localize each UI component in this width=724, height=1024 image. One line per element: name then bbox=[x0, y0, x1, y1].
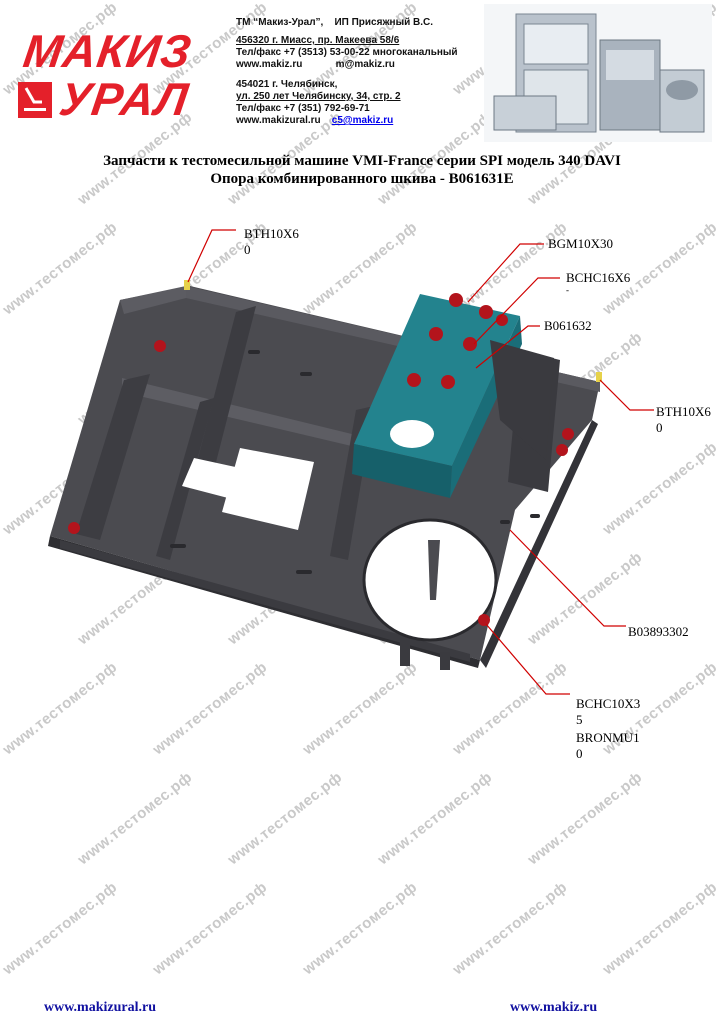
header-phone1: Тел/факс +7 (3513) 53-00-22 многоканальн… bbox=[236, 47, 458, 58]
header-site2: www.makizural.ru c5@makiz.ru bbox=[236, 115, 394, 126]
footer-right-link[interactable]: www.makiz.ru bbox=[510, 1000, 598, 1015]
bolts bbox=[68, 293, 574, 626]
header-address1: 456320 г. Миасс, пр. Макеева 58/6 bbox=[236, 35, 400, 46]
leader-lines bbox=[187, 229, 654, 695]
footer-left-link[interactable]: www.makizural.ru bbox=[44, 1000, 156, 1015]
email-link[interactable]: c5@makiz.ru bbox=[331, 115, 394, 126]
callout-bgm: BGM10X30 bbox=[548, 236, 614, 251]
pins bbox=[184, 280, 602, 382]
header-address2: 454021 г. Челябинск, bbox=[236, 79, 338, 90]
header-phone2: Тел/факс +7 (351) 792-69-71 bbox=[236, 103, 370, 114]
header-address2b: ул. 250 лет Челябинску, 34, стр. 2 bbox=[236, 91, 401, 102]
callout-b061632: B061632 bbox=[544, 318, 592, 333]
callout-bchc16: BCHC16X6- bbox=[566, 270, 631, 295]
logo-line-1: МАКИЗ bbox=[20, 25, 196, 77]
company-logo: МАКИЗ УРАЛ bbox=[16, 25, 226, 125]
logo-line-2: УРАЛ bbox=[56, 73, 192, 125]
callout-b038: B03893302 bbox=[628, 624, 689, 639]
logo-emblem-icon bbox=[18, 82, 52, 118]
page-title-line-2: Опора комбинированного шкива - B061631E bbox=[210, 171, 514, 187]
header-site1: www.makiz.ru m@makiz.ru bbox=[236, 59, 395, 70]
header-tm: ТМ “Макиз-Урал”, ИП Присяжный В.С. bbox=[236, 17, 434, 28]
block-b061632 bbox=[352, 294, 554, 498]
page-title-line-1: Запчасти к тестомесильной машине VMI-Fra… bbox=[103, 153, 621, 169]
